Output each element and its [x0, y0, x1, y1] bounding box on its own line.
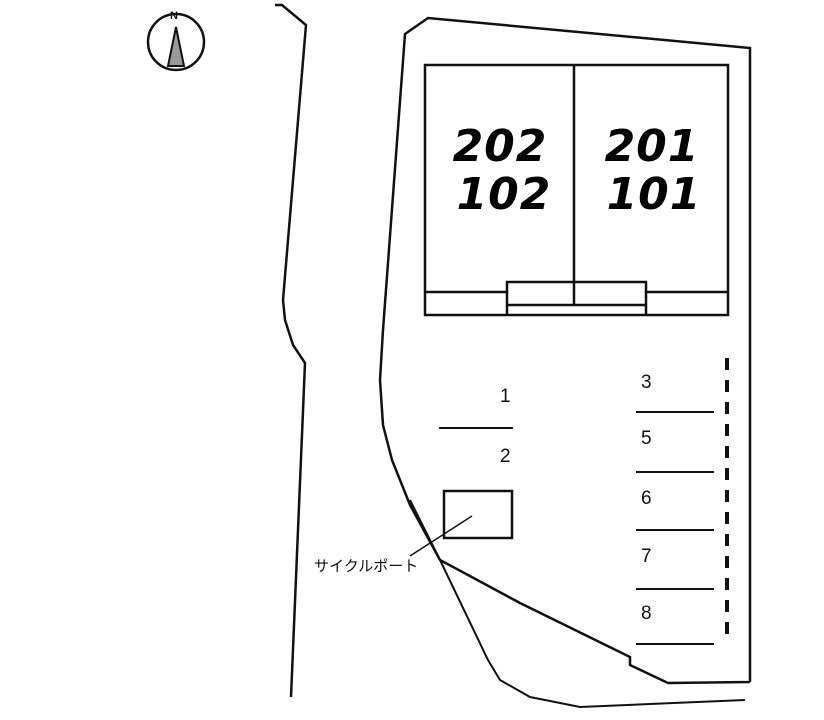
- parking-dividers-right: [636, 411, 714, 645]
- parking-space-2: 2: [500, 446, 511, 467]
- outer-boundary: [409, 499, 746, 709]
- parking-space-1: 1: [500, 386, 511, 407]
- compass-label: N: [170, 10, 178, 22]
- parking-space-5: 5: [641, 428, 652, 449]
- unit-label-102: 102: [456, 169, 552, 220]
- parking-space-6: 6: [641, 488, 652, 509]
- road-boundary-line: [275, 3, 308, 698]
- parking-space-7: 7: [641, 546, 652, 567]
- site-boundary: [378, 16, 752, 685]
- parking-space-3: 3: [641, 372, 652, 393]
- bicycle-port-area: [442, 489, 514, 540]
- building-outline: [423, 63, 730, 317]
- unit-label-201: 201: [604, 121, 700, 172]
- bicycle-port-leader-line: [409, 515, 473, 557]
- parking-space-8: 8: [641, 603, 652, 624]
- bicycle-port-label: サイクルポート: [314, 557, 419, 575]
- north-arrow-icon: [146, 12, 206, 72]
- unit-label-101: 101: [606, 169, 702, 220]
- unit-label-202: 202: [452, 121, 548, 172]
